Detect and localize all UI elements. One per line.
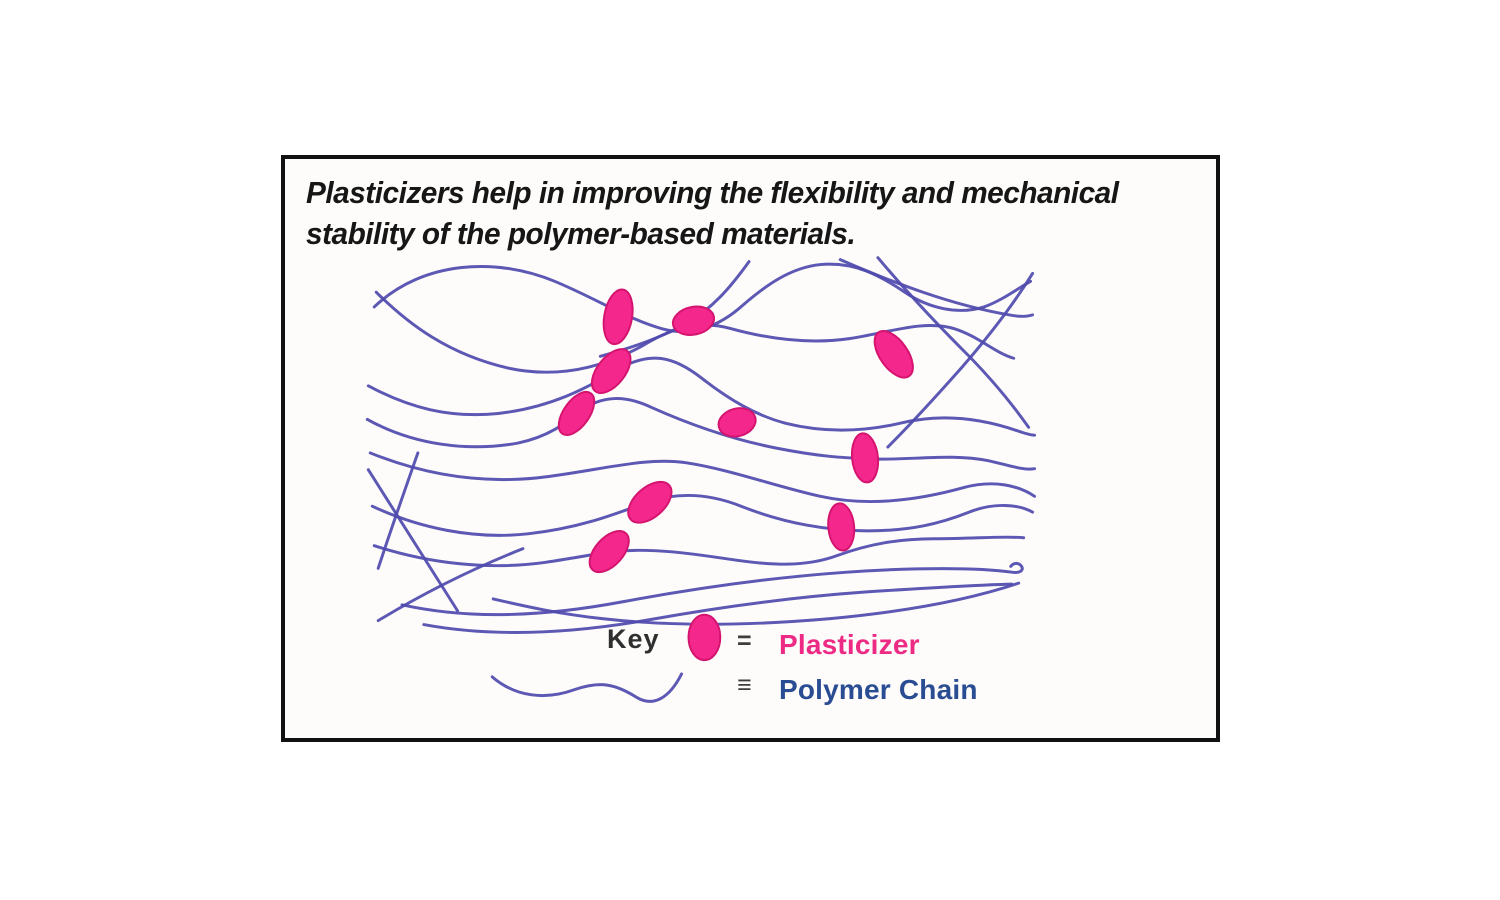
key-equals-polymer-chain: ≡ (737, 671, 752, 699)
polymer-chain-11 (372, 535, 1026, 568)
polymer-chains-group (365, 256, 1037, 634)
key-symbols-group (490, 613, 722, 703)
plasticizer-ellipse-6 (873, 330, 914, 379)
polymer-chain-15 (366, 468, 460, 613)
plasticizer-ellipse-9 (588, 530, 630, 574)
key-plasticizer-label: Plasticizer (779, 629, 920, 660)
key-plasticizer-symbol (687, 613, 722, 662)
key-label: Key (607, 624, 660, 654)
polymer-chain-16 (376, 451, 420, 570)
polymer-chain-10 (370, 493, 1035, 537)
polymer-chain-8 (365, 397, 1037, 471)
key-equals-plasticizer: = (737, 627, 752, 655)
plasticizer-ellipse-2 (671, 305, 716, 336)
polymer-chain-17 (376, 547, 525, 623)
plasticizer-ellipse-8 (627, 480, 673, 524)
plasticizer-ellipse-10 (827, 502, 856, 552)
key-polymer-chain-label: Polymer Chain (779, 674, 978, 705)
plasticizers-group (557, 288, 914, 574)
polymer-chain-7 (366, 356, 1037, 437)
polymer-diagram (365, 256, 1037, 703)
polymer-chain-2 (374, 290, 1016, 374)
key-polymer-chain-symbol (490, 672, 684, 703)
plasticizer-ellipse-4 (557, 391, 596, 436)
figure-title: Plasticizers help in improving the flexi… (306, 172, 1160, 254)
polymer-chain-6 (838, 258, 1035, 318)
plasticizer-ellipse-3 (590, 348, 632, 394)
polymer-chain-5 (886, 271, 1035, 449)
plasticizer-ellipse-5 (717, 407, 757, 438)
figure-title-line-1: Plasticizers help in improving the flexi… (306, 175, 1119, 210)
plasticizer-ellipse-1 (602, 288, 634, 346)
figure-title-line-2: stability of the polymer-based materials… (306, 216, 856, 251)
polymer-chain-13 (422, 582, 1014, 634)
polymer-chain-14 (491, 581, 1021, 626)
plasticizer-ellipse-7 (850, 432, 880, 484)
figure-panel: Plasticizers help in improving the flexi… (281, 155, 1220, 742)
polymer-chain-1 (372, 262, 1033, 333)
polymer-chain-9 (368, 451, 1037, 503)
